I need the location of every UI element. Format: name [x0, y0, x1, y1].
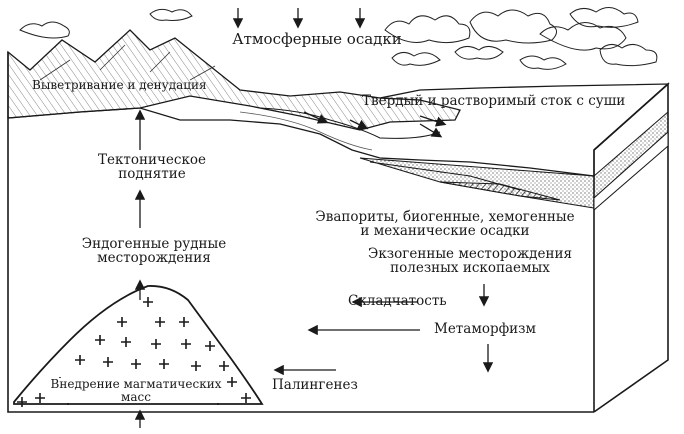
palingenesis-label: Палингенез: [272, 377, 358, 393]
plus-icon: [75, 355, 85, 365]
plus-icon: [103, 357, 113, 367]
precipitation-label: Атмосферные осадки: [232, 30, 402, 48]
endogenous-deposits-label: Эндогенные рудные месторождения: [81, 236, 227, 267]
magmatic-intrusion: [13, 285, 264, 407]
plus-icon: [131, 359, 141, 369]
plus-icon: [179, 317, 189, 327]
plus-icon: [121, 337, 131, 347]
plus-icon-group: [17, 297, 251, 407]
cloud-icon: [19, 7, 658, 70]
weathering-label: Выветривание и денудация: [32, 78, 207, 92]
plus-icon: [151, 339, 161, 349]
plus-icon: [191, 361, 201, 371]
plus-icon: [155, 317, 165, 327]
tectonic-uplift-label: Тектоническое поднятие: [97, 152, 207, 183]
plus-icon: [227, 377, 237, 387]
folding-label: Складчатость: [348, 293, 447, 309]
plus-icon: [35, 393, 45, 403]
plus-icon: [117, 317, 127, 327]
plus-icon: [95, 335, 105, 345]
sediment-layers: [359, 110, 669, 212]
plus-icon: [181, 339, 191, 349]
plus-icon: [17, 397, 27, 407]
plus-icon: [205, 341, 215, 351]
mountain-range: [7, 29, 670, 177]
plus-icon: [159, 359, 169, 369]
exogenous-deposits-label: Экзогенные месторождения полезных ископа…: [368, 246, 572, 277]
plus-icon: [241, 393, 251, 403]
arrow-icon: [134, 8, 494, 428]
runoff-label: Твердый и растворимый сток с суши: [362, 93, 626, 109]
metamorphism-label: Метаморфизм: [434, 321, 537, 337]
plus-icon: [219, 361, 229, 371]
sediments-label: Эвапориты, биогенные, хемогенные и механ…: [315, 209, 575, 240]
magma-intrusion-label: Внедрение магматических масс: [48, 377, 224, 404]
plus-icon: [143, 297, 153, 307]
